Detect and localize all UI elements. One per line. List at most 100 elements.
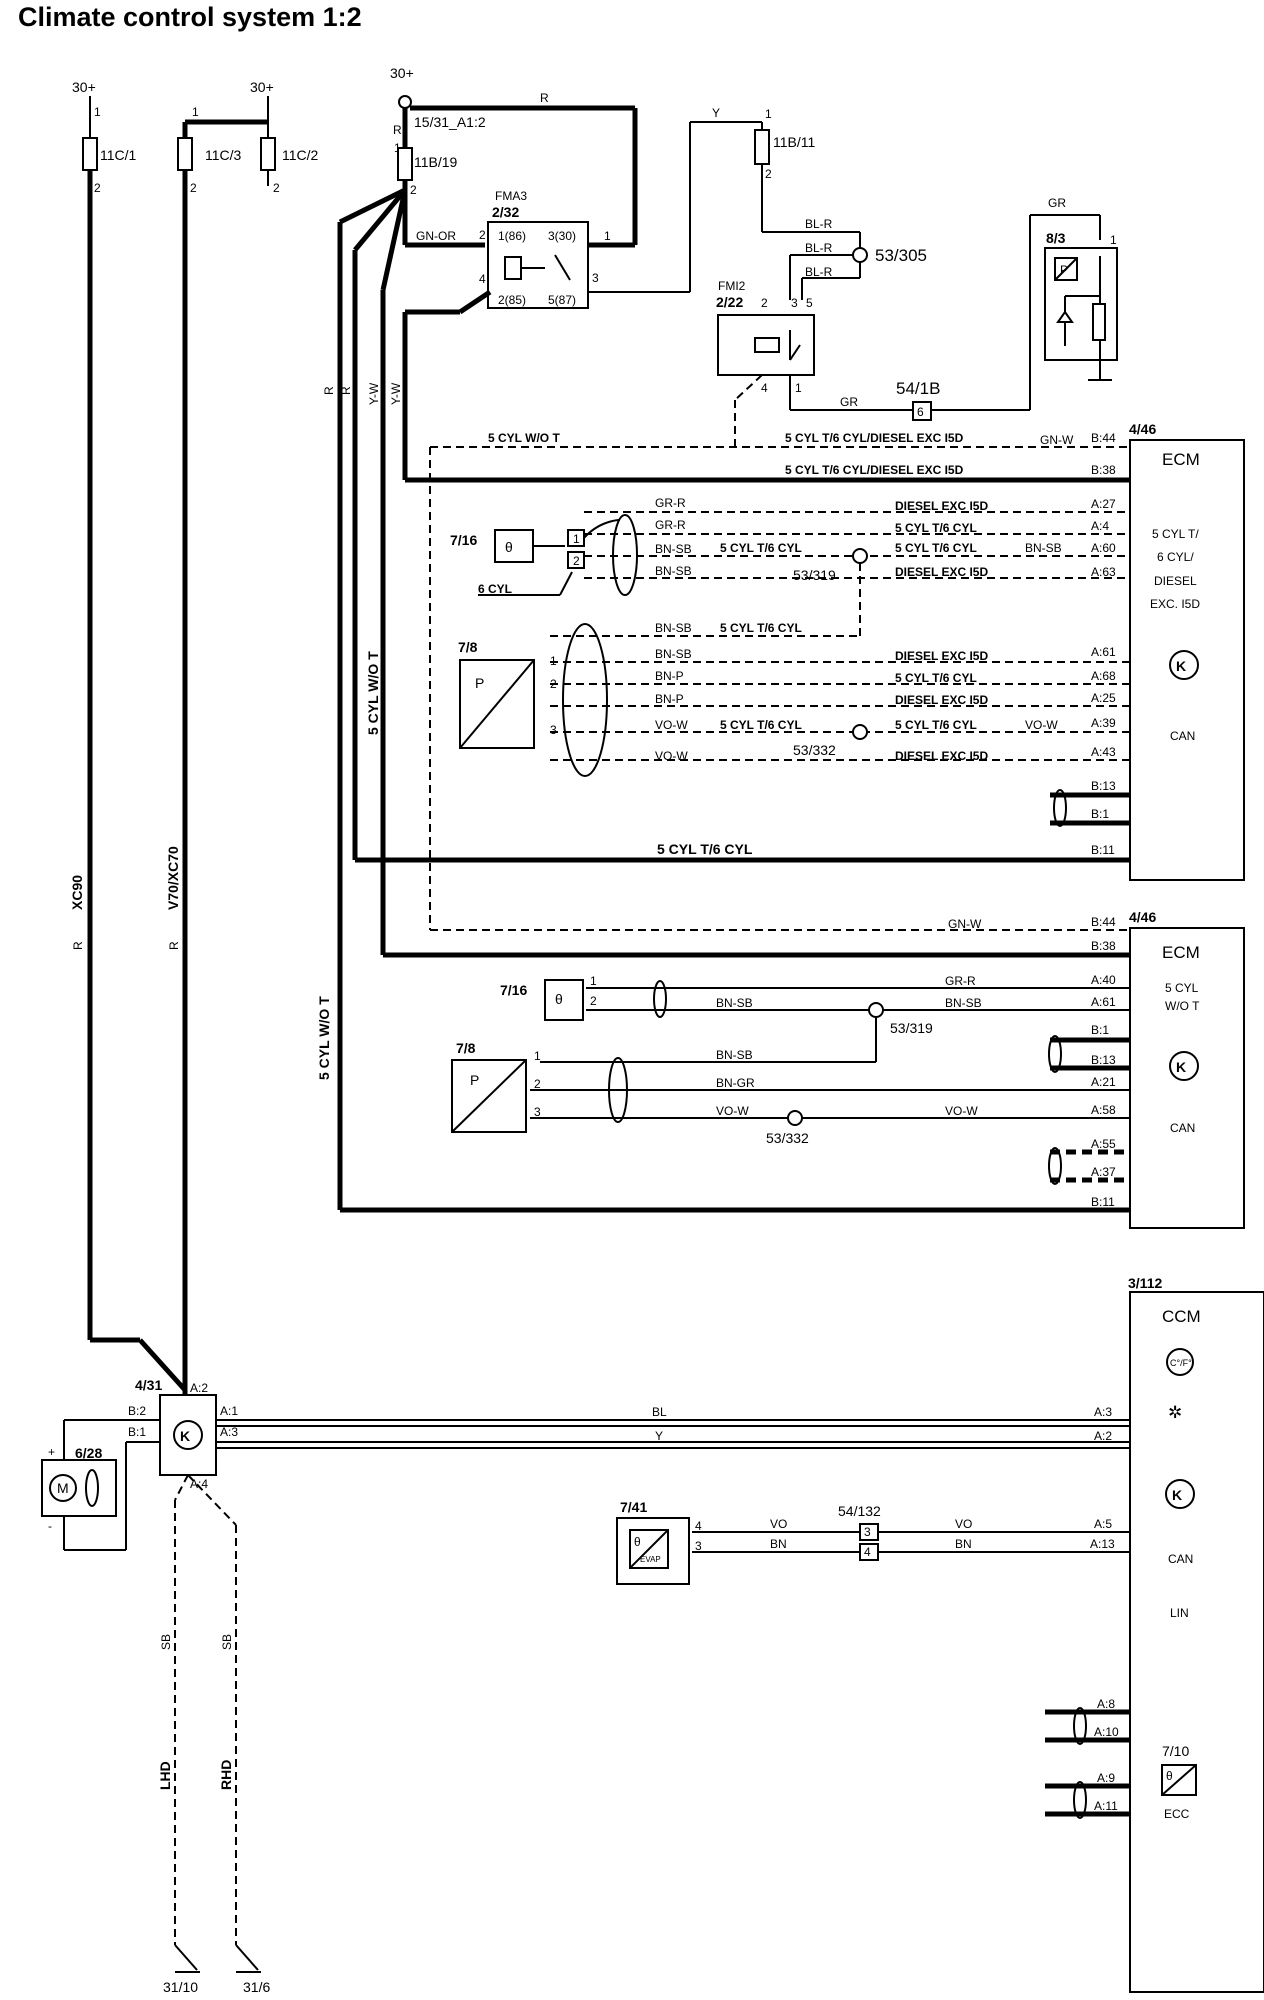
svg-text:7/8: 7/8 [458, 639, 478, 655]
svg-text:5 CYL T/6 CYL: 5 CYL T/6 CYL [720, 621, 802, 635]
svg-text:CAN: CAN [1170, 729, 1195, 743]
svg-text:K: K [180, 1428, 190, 1444]
svg-text:11B/11: 11B/11 [773, 134, 816, 150]
svg-text:K: K [1176, 658, 1186, 674]
svg-text:W/O T: W/O T [1165, 999, 1200, 1013]
svg-text:θ: θ [1166, 1769, 1173, 1783]
temperature-unit-icon [1166, 1348, 1194, 1376]
svg-text:R: R [540, 91, 549, 105]
svg-text:Y-W: Y-W [367, 382, 381, 405]
svg-text:VO-W: VO-W [655, 718, 688, 732]
svg-text:3(30): 3(30) [548, 229, 576, 243]
svg-text:BN-SB: BN-SB [716, 1048, 753, 1062]
svg-text:4: 4 [479, 272, 486, 286]
svg-text:BN-SB: BN-SB [655, 542, 692, 556]
svg-text:BN: BN [955, 1537, 972, 1551]
relay-2-32-label: 2/32 [492, 204, 519, 220]
svg-text:GR-R: GR-R [655, 518, 686, 532]
ecm-1-ref: 4/46 [1129, 421, 1156, 437]
svg-text:6 CYL: 6 CYL [478, 582, 512, 596]
svg-text:+: + [48, 1445, 55, 1459]
svg-text:K: K [1172, 1487, 1182, 1503]
svg-text:5 CYL T/6 CYL: 5 CYL T/6 CYL [895, 541, 977, 555]
svg-text:B:1: B:1 [1091, 807, 1109, 821]
svg-text:Y-W: Y-W [389, 382, 403, 405]
svg-text:A:2: A:2 [1094, 1429, 1112, 1443]
svg-text:M: M [57, 1480, 69, 1496]
svg-text:2: 2 [273, 181, 280, 195]
svg-text:11B/19: 11B/19 [414, 154, 458, 170]
svg-text:7/16: 7/16 [500, 982, 527, 998]
svg-text:A:13: A:13 [1090, 1537, 1115, 1551]
svg-text:6 CYL/: 6 CYL/ [1157, 550, 1194, 564]
supply-30plus-2: 30+ [250, 79, 274, 95]
svg-text:DIESEL EXC I5D: DIESEL EXC I5D [895, 565, 988, 579]
svg-text:4: 4 [695, 1519, 702, 1533]
svg-text:θ: θ [505, 539, 513, 555]
svg-text:A:39: A:39 [1091, 716, 1116, 730]
svg-text:BN: BN [770, 1537, 787, 1551]
svg-text:1: 1 [192, 105, 199, 119]
svg-text:A:61: A:61 [1091, 645, 1116, 659]
svg-text:B:1: B:1 [128, 1425, 146, 1439]
svg-text:5 CYL T/6 CYL/DIESEL EXC I5D: 5 CYL T/6 CYL/DIESEL EXC I5D [785, 463, 964, 477]
svg-text:BN-SB: BN-SB [655, 564, 692, 578]
svg-text:BN-SB: BN-SB [945, 996, 982, 1010]
svg-text:1: 1 [573, 532, 580, 546]
svg-text:2: 2 [573, 554, 580, 568]
svg-text:1: 1 [765, 107, 772, 121]
sensor-7-16 [494, 529, 534, 563]
svg-text:θ: θ [634, 1535, 641, 1549]
svg-text:BL-R: BL-R [805, 241, 833, 255]
splice-53-332 [852, 724, 868, 740]
svg-text:3: 3 [592, 271, 599, 285]
svg-text:B:44: B:44 [1091, 915, 1116, 929]
svg-text:A:4: A:4 [1091, 519, 1109, 533]
svg-text:4: 4 [761, 381, 768, 395]
svg-text:1: 1 [1110, 233, 1117, 247]
svg-text:VO-W: VO-W [655, 749, 688, 763]
svg-text:DIESEL EXC I5D: DIESEL EXC I5D [895, 649, 988, 663]
svg-text:FMA3: FMA3 [495, 189, 527, 203]
svg-text:54/1B: 54/1B [896, 379, 940, 398]
svg-text:XC90: XC90 [69, 875, 85, 910]
svg-text:R: R [393, 123, 402, 137]
svg-text:Y: Y [655, 1429, 663, 1443]
svg-text:2: 2 [479, 228, 486, 242]
svg-text:ECM: ECM [1162, 450, 1200, 469]
svg-text:A:5: A:5 [1094, 1517, 1112, 1531]
svg-text:ECM: ECM [1162, 943, 1200, 962]
svg-text:5(87): 5(87) [548, 293, 576, 307]
svg-text:EVAP: EVAP [640, 1555, 661, 1564]
svg-text:DIESEL: DIESEL [1154, 574, 1197, 588]
svg-text:FMI2: FMI2 [718, 279, 746, 293]
svg-text:EXC. I5D: EXC. I5D [1150, 597, 1200, 611]
splice-53-332-b [787, 1110, 803, 1126]
svg-text:53/319: 53/319 [890, 1020, 933, 1036]
svg-text:GN-OR: GN-OR [416, 229, 456, 243]
relay-fmi2 [717, 314, 815, 376]
svg-text:BL-R: BL-R [805, 217, 833, 231]
svg-text:BN-SB: BN-SB [655, 621, 692, 635]
sensor-7-16-b [544, 979, 584, 1021]
svg-text:2: 2 [590, 994, 597, 1008]
svg-text:2: 2 [190, 181, 197, 195]
fuse-11c-2 [260, 137, 276, 171]
svg-text:R: R [71, 941, 85, 950]
svg-text:DIESEL EXC I5D: DIESEL EXC I5D [895, 499, 988, 513]
supply-30plus-3: 30+ [390, 65, 414, 81]
svg-text:5 CYL W/O T: 5 CYL W/O T [488, 431, 560, 445]
svg-text:GR-R: GR-R [655, 496, 686, 510]
svg-text:BL: BL [652, 1405, 667, 1419]
svg-text:53/332: 53/332 [766, 1130, 809, 1146]
svg-text:SB: SB [159, 1634, 173, 1650]
svg-text:B:38: B:38 [1091, 463, 1116, 477]
ccm-ref: 3/112 [1128, 1275, 1162, 1291]
svg-text:B:38: B:38 [1091, 939, 1116, 953]
svg-text:A:61: A:61 [1091, 995, 1116, 1009]
svg-text:A:63: A:63 [1091, 565, 1116, 579]
svg-text:7/41: 7/41 [620, 1499, 647, 1515]
svg-text:CCM: CCM [1162, 1307, 1201, 1326]
svg-text:BL-R: BL-R [805, 265, 833, 279]
